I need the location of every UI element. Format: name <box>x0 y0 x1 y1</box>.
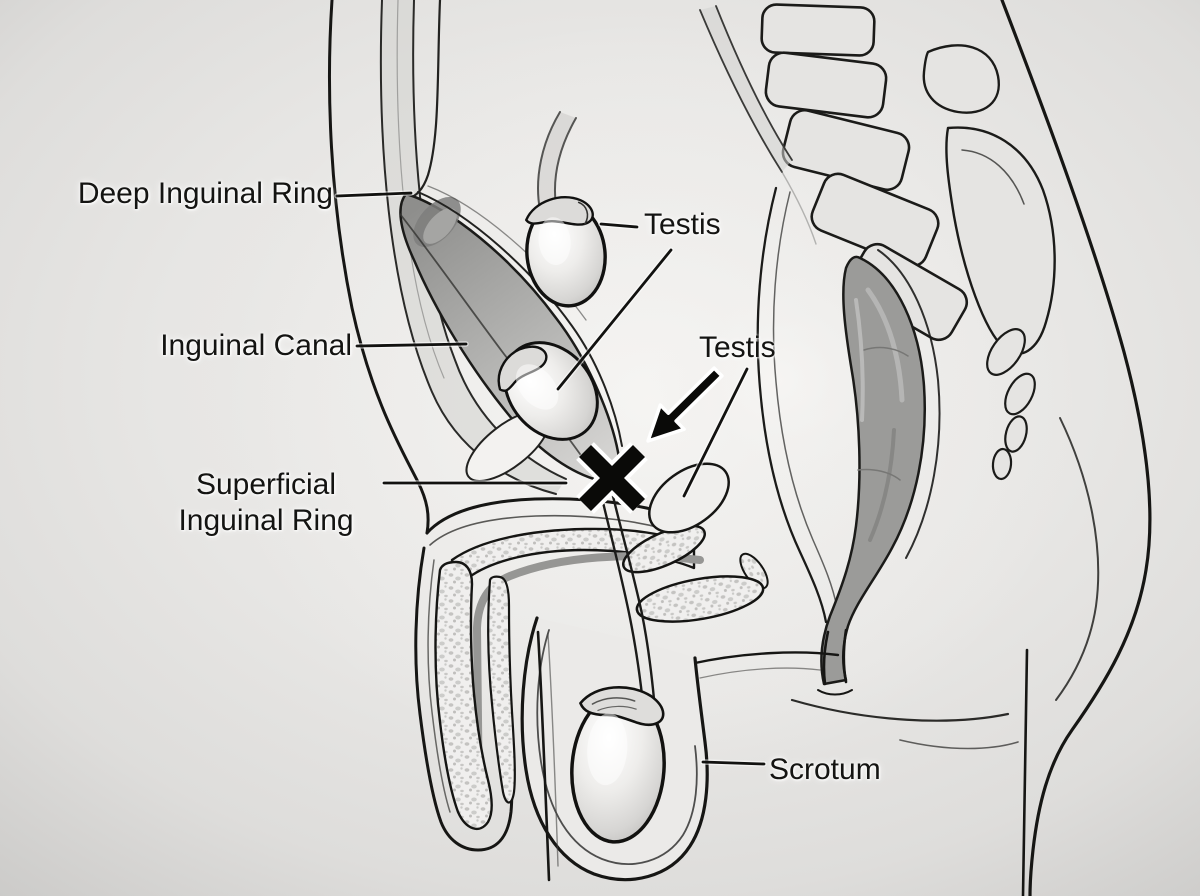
testis-scrotal <box>570 686 666 844</box>
peritoneum-line <box>406 0 442 201</box>
sacrum <box>945 126 1056 355</box>
leader-scrotum <box>701 760 766 766</box>
label-testis-abdominal: Testis <box>644 208 721 241</box>
testis-superficial-position <box>648 462 730 534</box>
x-marker <box>576 442 648 514</box>
label-deep-inguinal-ring: Deep Inguinal Ring <box>77 177 333 210</box>
leader-testis-abdominal <box>599 222 639 229</box>
glans-column <box>434 560 493 831</box>
perineum-line <box>688 651 840 666</box>
label-superficial-line1: Superficial <box>195 468 337 501</box>
leader-testis-canalicular <box>556 248 673 391</box>
spinous-process <box>922 44 1000 114</box>
label-superficial-line2: Inguinal Ring <box>178 504 354 537</box>
pubic-bone <box>622 524 769 623</box>
label-superficial-inguinal-ring: Superficial Inguinal Ring <box>150 467 382 539</box>
label-inguinal-canal: Inguinal Canal <box>160 329 352 362</box>
body-outline-back <box>790 0 1152 896</box>
descent-arrow-icon <box>646 366 724 443</box>
spine <box>760 3 1056 481</box>
iliac-vessels <box>699 5 817 245</box>
leader-testis-superficial <box>682 367 749 498</box>
anal-canal <box>822 630 830 686</box>
leader-deep-ring <box>335 191 413 198</box>
leader-lines <box>334 190 767 767</box>
rectum <box>688 186 941 696</box>
leader-inguinal-canal <box>355 342 468 348</box>
testis-abdominal <box>525 111 607 308</box>
label-scrotum: Scrotum <box>769 753 881 786</box>
label-testis-superficial: Testis <box>699 331 776 364</box>
